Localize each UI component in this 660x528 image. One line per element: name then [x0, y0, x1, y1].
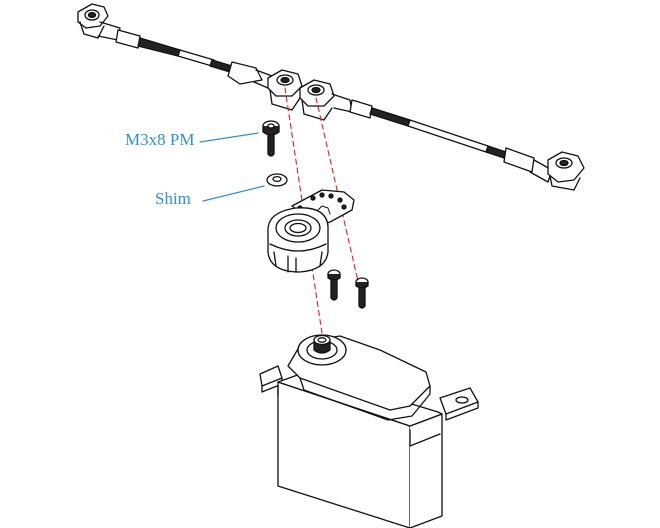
shim-label: Shim	[155, 189, 191, 208]
shim-leader-line	[202, 185, 265, 202]
screw-label: M3x8 PM	[125, 130, 195, 149]
servo-horn	[267, 189, 355, 273]
linkage-assembly	[77, 3, 585, 191]
screw-leader-line	[199, 132, 259, 143]
right-ball-end	[529, 151, 585, 191]
right-threaded-rod	[407, 119, 535, 173]
left-threaded-rod	[115, 29, 233, 73]
horn-screws	[327, 269, 369, 309]
callouts	[199, 132, 265, 202]
guide-line-left	[284, 87, 323, 334]
m3x8-screw	[262, 120, 280, 157]
shim-washer	[266, 173, 288, 187]
servo	[259, 334, 479, 528]
left-ball-end	[77, 3, 121, 41]
center-linkage-rod	[349, 99, 411, 127]
left-rod-end	[227, 61, 273, 89]
center-ball-links	[267, 69, 353, 121]
